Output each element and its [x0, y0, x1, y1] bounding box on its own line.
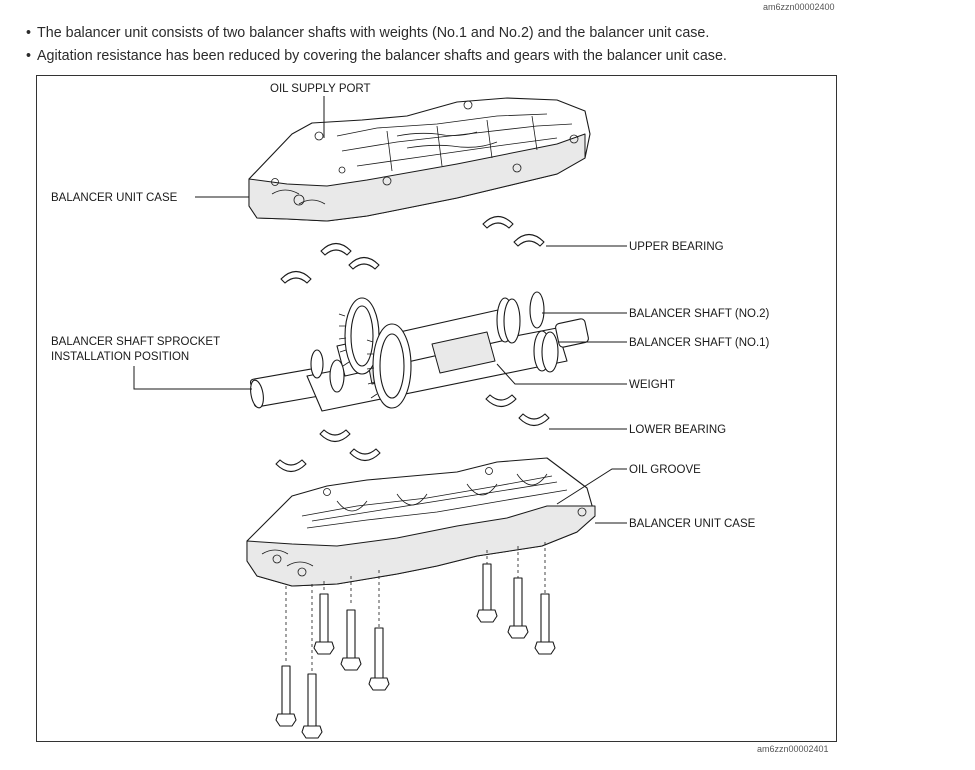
lower-balancer-unit-case [246, 457, 596, 587]
label-balancer-unit-case-lower: BALANCER UNIT CASE [629, 518, 756, 530]
upper-bearing-shells [280, 215, 545, 284]
label-balancer-shaft-no1: BALANCER SHAFT (NO.1) [629, 337, 770, 349]
description-bullet-2: Agitation resistance has been reduced by… [26, 45, 727, 68]
label-balancer-unit-case-upper: BALANCER UNIT CASE [51, 192, 178, 204]
label-sprocket-line2: INSTALLATION POSITION [51, 351, 189, 363]
label-upper-bearing: UPPER BEARING [629, 241, 724, 253]
balancer-unit-diagram: OIL SUPPLY PORT BALANCER UNIT CASE UPPER… [36, 75, 837, 742]
label-weight: WEIGHT [629, 379, 675, 391]
label-sprocket-line1: BALANCER SHAFT SPROCKET [51, 336, 220, 348]
upper-balancer-unit-case [248, 97, 591, 222]
description-bullet-1: The balancer unit consists of two balanc… [26, 22, 727, 45]
balancer-shaft-assembly [249, 291, 589, 412]
label-oil-groove: OIL GROOVE [629, 464, 701, 476]
document-code-bottom: am6zzn00002401 [757, 744, 829, 754]
case-bolts [275, 542, 556, 739]
callout-labels: OIL SUPPLY PORT BALANCER UNIT CASE UPPER… [51, 83, 770, 530]
description-list: The balancer unit consists of two balanc… [26, 22, 727, 68]
document-code-top: am6zzn00002400 [763, 2, 835, 12]
label-lower-bearing: LOWER BEARING [629, 424, 726, 436]
label-oil-supply-port: OIL SUPPLY PORT [270, 83, 371, 95]
lower-bearing-shells [275, 394, 550, 473]
exploded-view-illustration: OIL SUPPLY PORT BALANCER UNIT CASE UPPER… [51, 83, 770, 739]
leader-lines [133, 96, 627, 524]
label-balancer-shaft-no2: BALANCER SHAFT (NO.2) [629, 308, 770, 320]
